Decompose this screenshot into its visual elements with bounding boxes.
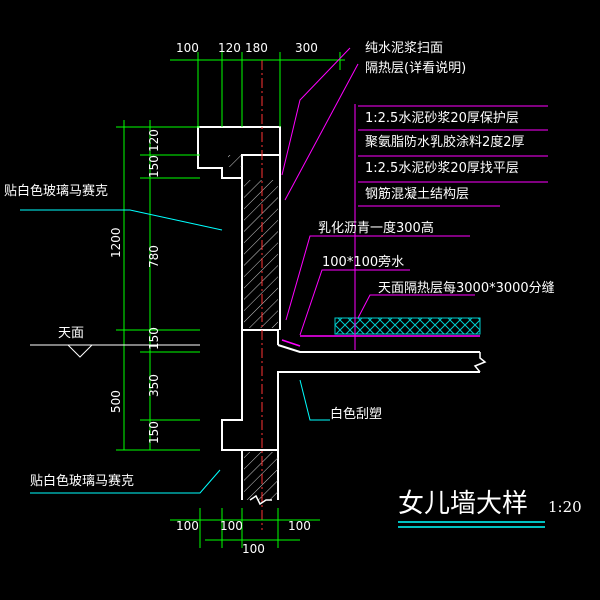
note-cement-paste: 纯水泥浆扫面 xyxy=(365,41,443,56)
note-drain: 100*100旁水 xyxy=(322,254,404,270)
parapet-structure xyxy=(197,126,480,500)
coping-hatch xyxy=(228,155,242,167)
left-dim-780: 780 xyxy=(147,245,161,268)
coping-outline xyxy=(197,126,281,179)
drawing-title: 女儿墙大样 xyxy=(398,489,528,519)
bottom-dim-2: 100 xyxy=(220,519,243,533)
wall-break-line xyxy=(249,494,272,506)
bottom-dim-1: 100 xyxy=(176,519,199,533)
left-dim-120: 120 xyxy=(147,129,161,152)
note-structure-layer: 钢筋混凝土结构层 xyxy=(365,186,469,202)
wall-hatch xyxy=(244,180,278,328)
note-waterproof-coating: 聚氨脂防水乳胶涂料2度2厚 xyxy=(365,134,525,150)
left-dim-150-bottom: 150 xyxy=(147,421,161,444)
note-insulation: 隔热层(详看说明) xyxy=(365,60,466,76)
left-dim-500: 500 xyxy=(109,390,123,413)
top-dim-2: 120 xyxy=(218,41,241,55)
bottom-dimension-lines xyxy=(170,508,320,548)
drawing-scale: 1:20 xyxy=(548,498,582,516)
top-dimension-line xyxy=(170,52,345,127)
note-protective-layer: 1:2.5水泥砂浆20厚保护层 xyxy=(365,111,519,126)
left-dim-1200: 1200 xyxy=(109,227,123,258)
note-mosaic-top: 贴白色玻璃马赛克 xyxy=(4,183,108,199)
note-white-plaster: 白色刮塑 xyxy=(330,406,382,422)
left-dim-350: 350 xyxy=(147,374,161,397)
top-dim-1: 100 xyxy=(176,41,199,55)
lower-wall-hatch xyxy=(244,452,278,500)
note-joint-spacing: 天面隔热层每3000*3000分缝 xyxy=(378,280,555,296)
note-mosaic-bottom: 贴白色玻璃马赛克 xyxy=(30,473,134,489)
note-leveling-layer: 1:2.5水泥砂浆20厚找平层 xyxy=(365,161,519,176)
top-dim-4: 300 xyxy=(295,41,318,55)
slab-top-line xyxy=(277,344,480,353)
bottom-dim-4: 100 xyxy=(242,542,265,556)
slab-outline xyxy=(221,330,480,451)
left-dim-150-mid: 150 xyxy=(147,327,161,350)
top-dim-3: 180 xyxy=(245,41,268,55)
wall-inner-line xyxy=(241,178,279,345)
left-dimension-lines xyxy=(116,120,200,451)
note-asphalt: 乳化沥青一度300高 xyxy=(318,220,434,236)
roof-level-label: 天面 xyxy=(58,326,84,341)
leader-lines xyxy=(20,47,475,494)
roof-level-triangle xyxy=(66,344,94,358)
slab-break-line xyxy=(473,352,487,373)
left-dim-150-top: 150 xyxy=(147,155,161,178)
bottom-dim-3: 100 xyxy=(288,519,311,533)
insulation-layer xyxy=(334,317,481,335)
waterproof-upturn xyxy=(281,339,301,347)
